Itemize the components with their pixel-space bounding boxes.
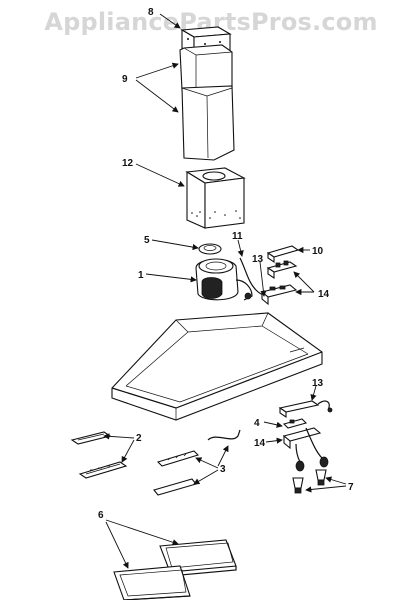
- part-4-switch-lower: [282, 418, 308, 429]
- callout-labels: 8 9 12 5 1 11 10 13 14 13 4 14 2 3 7 6: [98, 7, 354, 521]
- part-13-switch-board-upper: [266, 260, 298, 280]
- part-12-blower-housing: [185, 167, 246, 229]
- callout-6: 6: [98, 510, 104, 521]
- part-3-brackets: [153, 429, 241, 496]
- callout-10: 10: [312, 246, 324, 257]
- callout-13-upper: 13: [252, 254, 264, 265]
- callout-14-upper: 14: [318, 289, 330, 300]
- callout-4: 4: [254, 418, 260, 429]
- callout-9: 9: [122, 74, 128, 85]
- callout-12: 12: [122, 158, 134, 169]
- callout-1: 1: [138, 270, 144, 281]
- part-13-control-panel-lower: [278, 400, 320, 419]
- callout-2: 2: [136, 433, 142, 444]
- hood-canopy: [111, 312, 323, 421]
- part-7-light-bulbs: [292, 469, 327, 494]
- part-9-chimney-lower: [181, 85, 235, 161]
- part-2-light-lenses: [70, 431, 128, 479]
- callout-13-lower: 13: [312, 378, 324, 389]
- lower-wiring: [295, 400, 333, 472]
- leader-lines: [103, 13, 347, 569]
- callout-7: 7: [348, 482, 354, 493]
- part-1-blower-motor: [195, 258, 253, 301]
- part-14-control-board-lower: [282, 427, 322, 450]
- callout-5: 5: [144, 235, 150, 246]
- callout-14-lower: 14: [254, 438, 266, 449]
- part-9-chimney-upper: [179, 44, 233, 91]
- callout-3: 3: [220, 464, 226, 475]
- part-5-damper: [198, 243, 222, 255]
- callout-11: 11: [232, 231, 243, 242]
- part-14-control-board-upper: [260, 284, 298, 306]
- part-6-grease-filters: [113, 539, 237, 600]
- callout-8: 8: [148, 7, 154, 18]
- part-10-switch-cover: [266, 245, 300, 264]
